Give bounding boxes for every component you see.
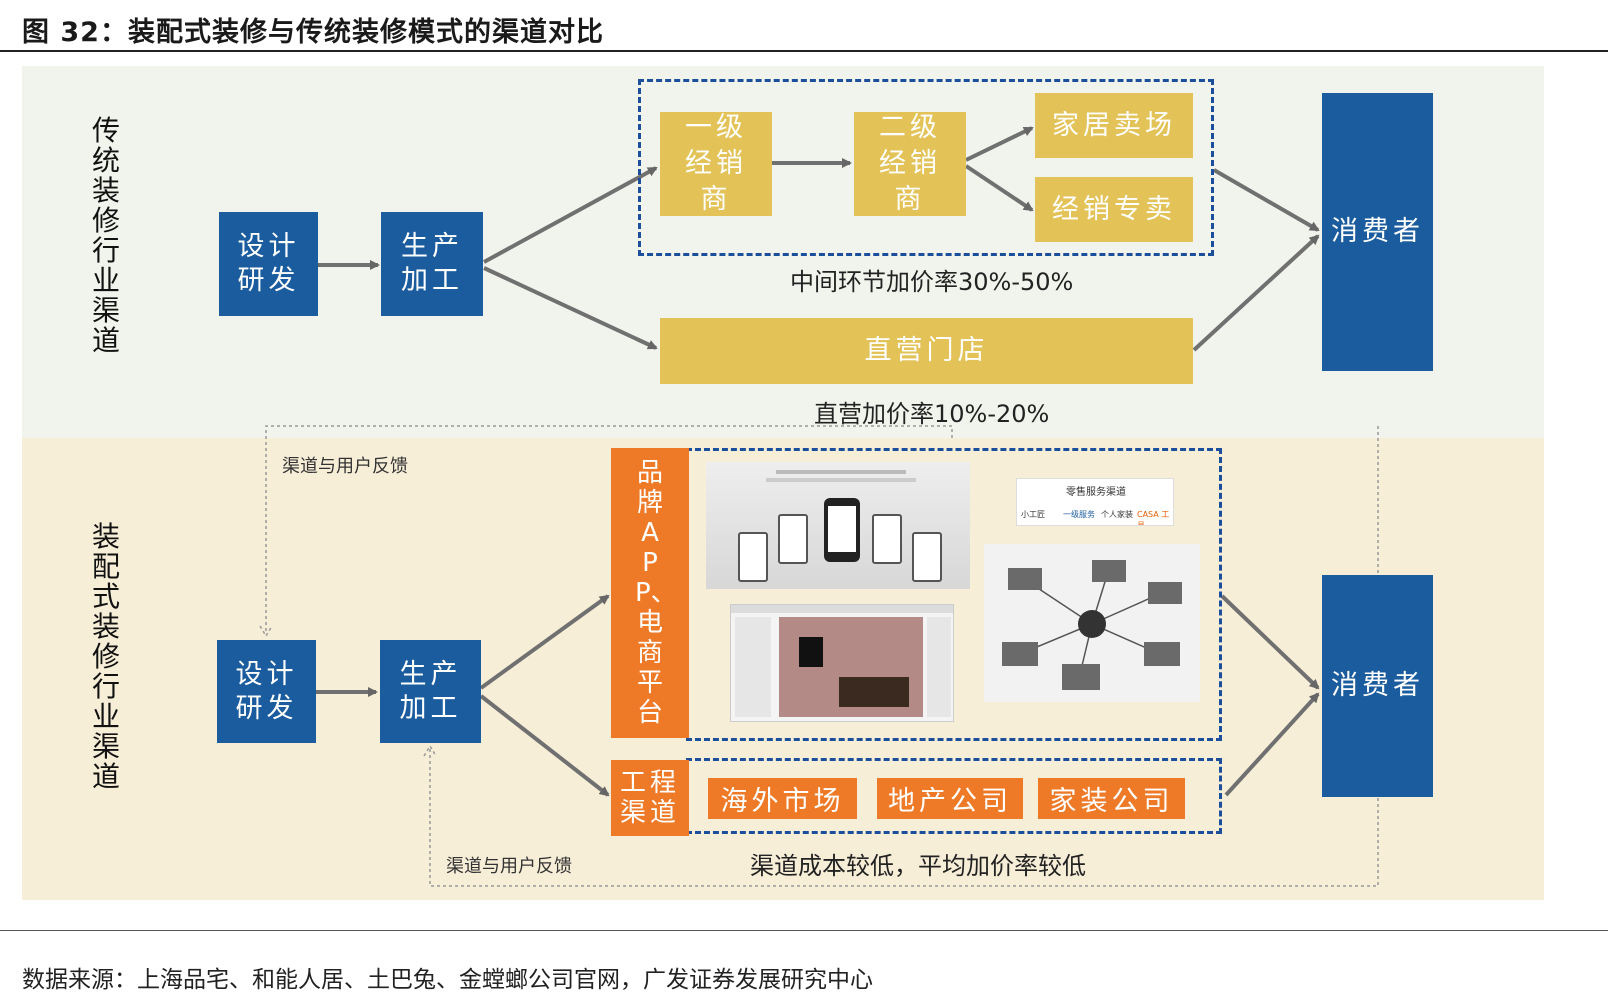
design-box-top: 设计研发 [219, 212, 318, 316]
room-render [779, 617, 923, 717]
engineering-channel-box: 工程渠道 [611, 760, 689, 836]
arrow-production-distributor [483, 166, 658, 264]
distributor-level2-box: 二级经销商 [854, 112, 966, 216]
arrow-direct-consumer [1192, 234, 1320, 352]
arrow-dist2-market [965, 126, 1034, 162]
traditional-channel-label: 传统装修行业渠道 [91, 114, 120, 357]
production-box-top: 生产加工 [381, 212, 483, 316]
app-showcase-text-line [766, 478, 916, 482]
retail-item: 小工匠 [1021, 510, 1045, 519]
production-box-bottom: 生产加工 [380, 640, 481, 743]
home-decoration-box: 家装公司 [1038, 778, 1185, 819]
retail-item: 个人家装 [1101, 510, 1133, 519]
consumer-box-bottom: 消费者 [1322, 575, 1433, 797]
phone-mockup-hand [824, 498, 860, 562]
source-note: 数据来源：上海品宅、和能人居、土巴兔、金螳螂公司官网，广发证券发展研究中心 [22, 967, 873, 993]
arrow-app-consumer [1220, 594, 1320, 690]
design-box-bottom: 设计研发 [217, 640, 316, 743]
retail-item: 一级服务 [1063, 510, 1095, 519]
distributor-level1-box: 一级经销商 [660, 112, 772, 216]
retail-item: CASA 工具 [1137, 510, 1170, 526]
prefab-channel-label: 装配式装修行业渠道 [91, 520, 120, 793]
low-markup-caption: 渠道成本较低，平均加价率较低 [750, 852, 1086, 880]
feedback-arrowhead-bottom [423, 744, 437, 757]
arrow-engineering-consumer [1224, 692, 1320, 797]
direct-markup-caption: 直营加价率10%-20% [814, 400, 1050, 428]
arrow-dealers-consumer [1213, 168, 1320, 232]
consumer-box-top: 消费者 [1322, 93, 1433, 371]
real-estate-box: 地产公司 [877, 778, 1023, 819]
middle-markup-caption: 中间环节加价率30%-50% [790, 268, 1074, 296]
direct-store-box: 直营门店 [660, 318, 1193, 384]
arrow-dist2-dealer [964, 164, 1034, 212]
feedback-label-bottom: 渠道与用户反馈 [446, 856, 572, 877]
retail-service-title: 零售服务渠道 [1066, 487, 1126, 498]
service-network-image [984, 544, 1200, 702]
footer-rule [0, 930, 1608, 931]
phone-mockup [872, 514, 902, 564]
phone-mockup [912, 532, 942, 582]
phone-mockup [738, 532, 768, 582]
arrow-production-app [479, 594, 610, 690]
design-software-image [730, 604, 954, 722]
feedback-arrowhead-top [259, 625, 273, 638]
dealer-store-box: 经销专卖 [1035, 177, 1193, 242]
retail-service-image: 零售服务渠道 小工匠 一级服务 个人家装 CASA 工具 [1016, 478, 1174, 526]
arrow-production-direct [483, 266, 658, 350]
distributor-dashed-group [638, 79, 1214, 256]
phone-mockup [778, 514, 808, 564]
figure-title: 图 32：装配式装修与传统装修模式的渠道对比 [22, 17, 604, 48]
arrow-production-engineering [479, 694, 610, 797]
app-showcase-text-line [776, 470, 906, 474]
brand-app-box: 品牌APP、电商平台 [611, 448, 689, 738]
feedback-label-top: 渠道与用户反馈 [282, 456, 408, 477]
app-showcase-image [706, 462, 970, 589]
overseas-market-box: 海外市场 [708, 778, 857, 819]
feedback-loop-top [265, 425, 953, 634]
home-market-box: 家居卖场 [1035, 93, 1193, 158]
title-rule [0, 50, 1608, 52]
